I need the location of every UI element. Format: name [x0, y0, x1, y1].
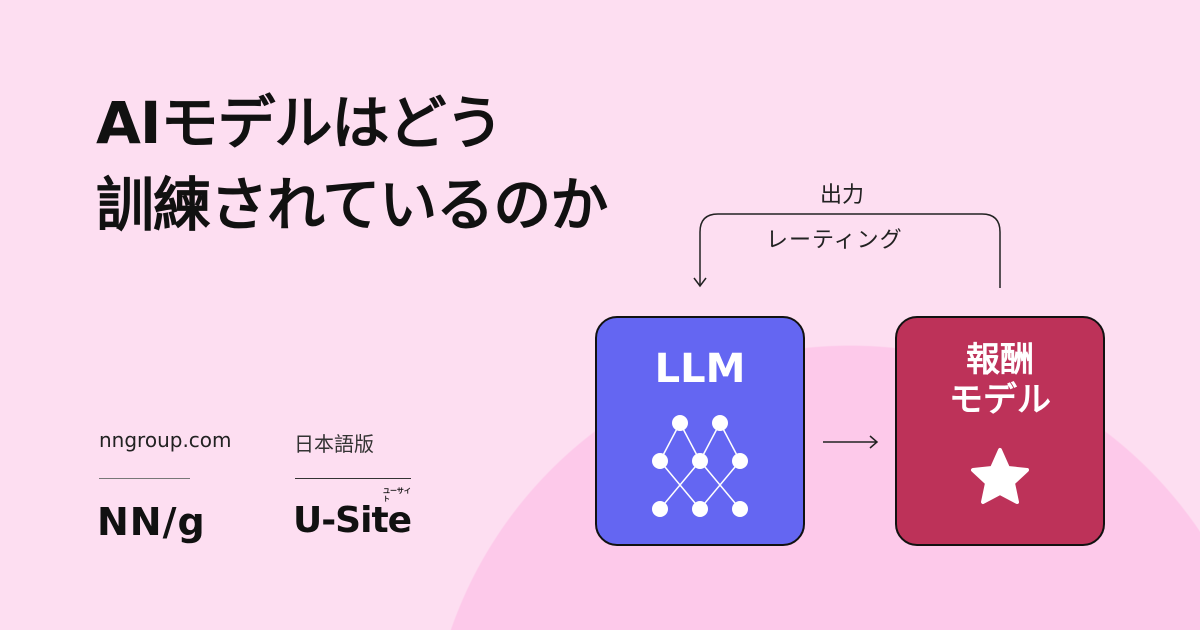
- usite-logo-text: U-Site: [293, 500, 412, 541]
- llm-label: LLM: [654, 346, 746, 392]
- neural-network-icon: [652, 415, 748, 517]
- jp-edition-label: 日本語版: [294, 432, 374, 456]
- arrow-head: [693, 277, 707, 288]
- feedback-rating-label: レーティング: [766, 228, 903, 253]
- reward-label-line-1: 報酬: [966, 340, 1034, 380]
- llm-box: LLM: [595, 316, 805, 546]
- divider: [99, 478, 190, 479]
- page-title: AIモデルはどう 訓練されているのか: [96, 82, 608, 246]
- feedback-loop-arrow: [699, 213, 1001, 288]
- feedback-output-label: 出力: [820, 183, 865, 208]
- reward-model-box: 報酬 モデル: [895, 316, 1105, 546]
- nng-url[interactable]: nngroup.com: [99, 428, 232, 452]
- reward-label-line-2: モデル: [949, 380, 1051, 420]
- nng-logo: NN/g: [97, 500, 206, 544]
- flow-arrow: [823, 435, 879, 449]
- usite-kana: ユーサイト: [383, 487, 411, 503]
- reward-model-label: 報酬 モデル: [897, 340, 1103, 420]
- title-line-1: AIモデルはどう: [96, 89, 503, 157]
- title-line-2: 訓練されているのか: [96, 171, 608, 239]
- star-icon: [971, 448, 1029, 504]
- divider: [295, 478, 411, 479]
